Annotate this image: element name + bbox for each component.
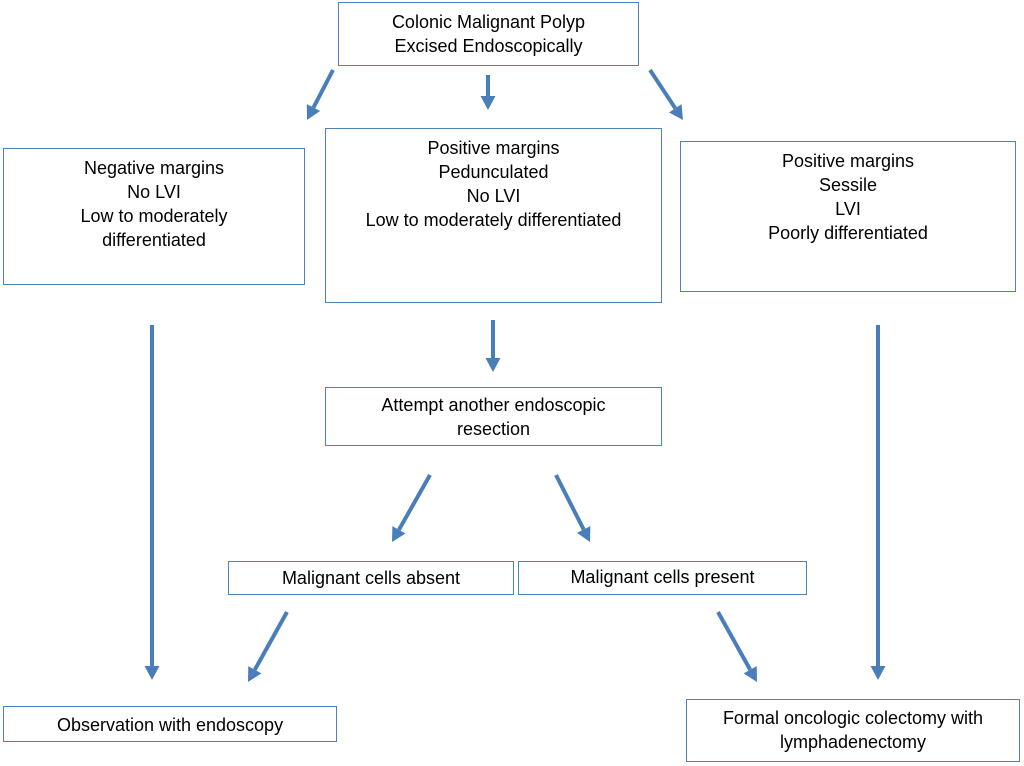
node-attempt-endoscopic-resection: Attempt another endoscopic resection [325, 387, 662, 446]
node-text-line: differentiated [102, 230, 206, 250]
node-text-line: Pedunculated [438, 162, 549, 182]
node-text-line: lymphadenectomy [779, 732, 927, 752]
arrow-head-attempt-to-absent [392, 526, 406, 542]
node-text-line: Low to moderately differentiated [365, 210, 622, 230]
arrow-shaft-present-to-colectomy [716, 611, 752, 671]
node-positive-margins-pedunculated: Positive margins Pedunculated No LVI Low… [325, 128, 662, 303]
node-text-line: Positive margins [427, 138, 560, 158]
node-text-line: Attempt another endoscopic [381, 395, 606, 415]
node-text-line: Low to moderately [80, 206, 228, 226]
node-text-line: Negative margins [83, 158, 225, 178]
arrow-shaft-absent-to-observation [253, 611, 289, 671]
arrow-shaft-attempt-to-present [554, 474, 586, 531]
node-malignant-cells-absent: Malignant cells absent [228, 561, 514, 595]
arrow-head-present-to-colectomy [743, 666, 757, 682]
node-text-line: Malignant cells present [570, 567, 755, 587]
node-text-line: Sessile [818, 175, 878, 195]
node-formal-oncologic-colectomy: Formal oncologic colectomy with lymphade… [686, 699, 1020, 762]
node-text-line: No LVI [127, 182, 181, 202]
node-text-line: Observation with endoscopy [56, 715, 284, 735]
arrow-shaft-attempt-to-absent [397, 474, 432, 531]
arrow-head-middle-to-attempt [485, 358, 501, 372]
node-observation-with-endoscopy: Observation with endoscopy [3, 706, 337, 742]
node-positive-margins-sessile: Positive margins Sessile LVI Poorly diff… [680, 141, 1016, 292]
arrow-head-top-to-right [669, 104, 683, 120]
arrow-head-right-to-colectomy [870, 666, 886, 680]
node-negative-margins: Negative margins No LVI Low to moderatel… [3, 148, 305, 285]
arrow-head-attempt-to-present [576, 526, 591, 542]
node-text-line: resection [456, 419, 531, 439]
arrow-head-left-to-observation [144, 666, 160, 680]
node-text-line: LVI [835, 199, 861, 219]
node-text-line: Formal oncologic colectomy with [722, 708, 984, 728]
node-colonic-malignant-polyp: Colonic Malignant Polyp Excised Endoscop… [338, 2, 639, 66]
arrow-head-top-to-middle [480, 96, 496, 110]
arrow-shaft-top-to-left [311, 69, 335, 109]
arrow-head-top-to-left [306, 104, 321, 120]
arrow-shaft-top-to-right [648, 68, 677, 110]
node-malignant-cells-present: Malignant cells present [518, 561, 807, 595]
node-text-line: Poorly differentiated [768, 223, 928, 243]
arrow-head-absent-to-observation [248, 666, 262, 682]
node-text-line: Positive margins [781, 151, 915, 171]
node-text-line: Malignant cells absent [281, 568, 461, 588]
node-text-line: Excised Endoscopically [394, 36, 583, 56]
node-text-line: No LVI [466, 186, 521, 206]
node-text-line: Colonic Malignant Polyp [391, 12, 586, 32]
